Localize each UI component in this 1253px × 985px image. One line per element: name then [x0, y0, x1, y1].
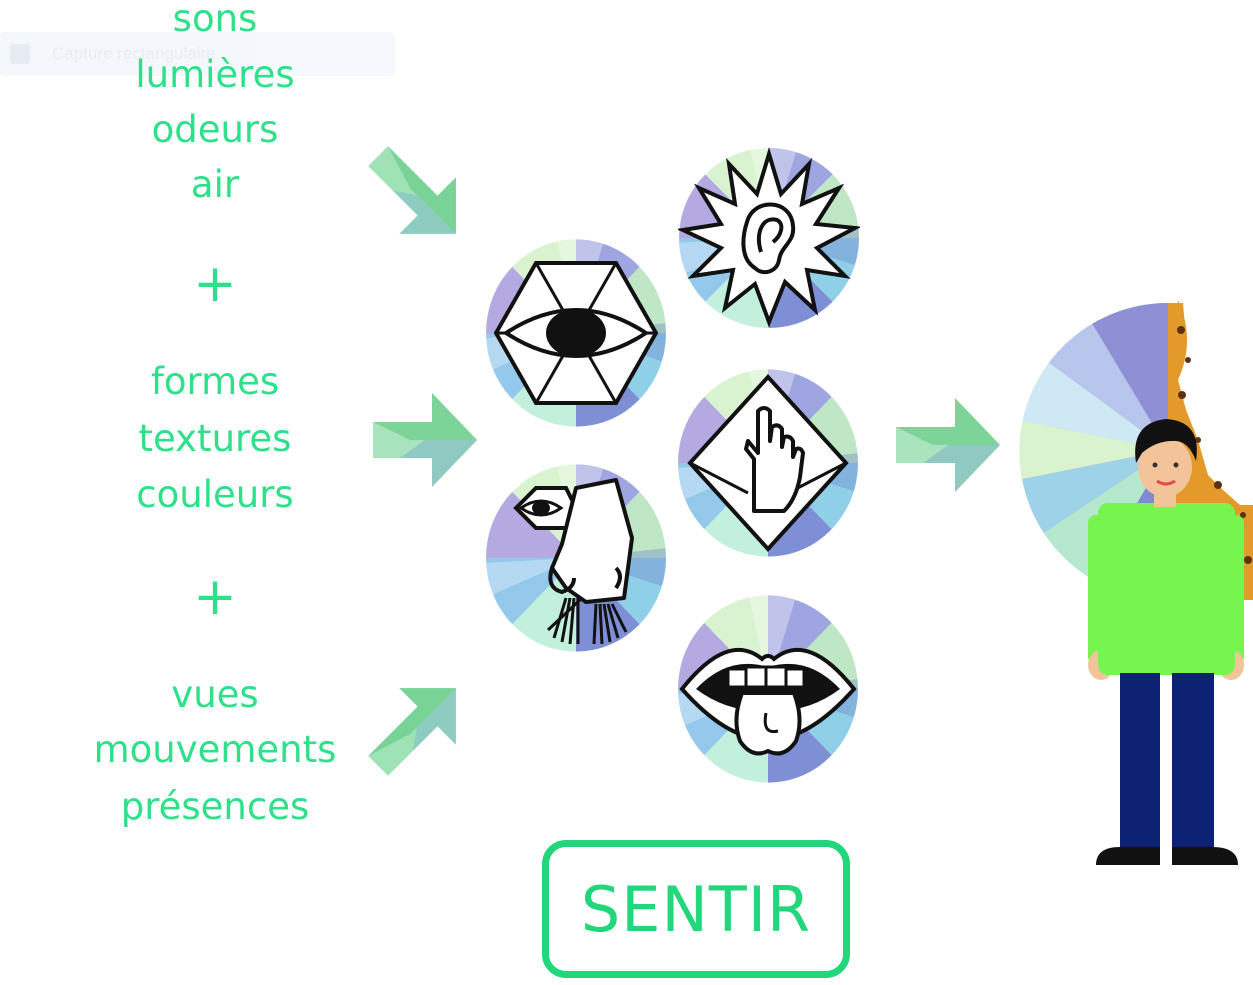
stimulus-air: air	[190, 163, 240, 206]
arrow-right-icon	[373, 393, 477, 487]
stimulus-textures: textures	[138, 417, 292, 460]
plus-sign-1: +	[193, 254, 237, 314]
capture-label: Capture rectangulaire	[52, 44, 216, 63]
sentir-label: SENTIR	[580, 872, 812, 946]
stimulus-mouvements: mouvements	[93, 728, 337, 771]
capture-toolbar: Capture rectangulaire	[0, 32, 395, 76]
stimulus-lumieres: lumières	[135, 53, 295, 96]
stimulus-sons: sons	[172, 0, 258, 40]
stimulus-couleurs: couleurs	[136, 473, 294, 516]
plus-sign-2: +	[193, 567, 237, 627]
eye-icon	[486, 239, 666, 427]
arrow-up-right-icon	[368, 688, 456, 776]
capture-icon	[10, 44, 30, 64]
sentir-box: SENTIR	[542, 840, 850, 978]
arrow-down-right-icon	[368, 146, 456, 234]
arrow-right-icon-2	[896, 398, 1000, 492]
stimulus-odeurs: odeurs	[151, 108, 279, 151]
mouth-icon	[678, 595, 858, 783]
hand-icon	[678, 369, 858, 557]
stimulus-formes: formes	[150, 360, 280, 403]
person-figure	[1088, 419, 1244, 865]
nose-icon	[486, 464, 666, 652]
stimulus-vues: vues	[171, 673, 259, 716]
stimulus-presences: présences	[120, 785, 310, 828]
ear-icon	[678, 147, 860, 328]
